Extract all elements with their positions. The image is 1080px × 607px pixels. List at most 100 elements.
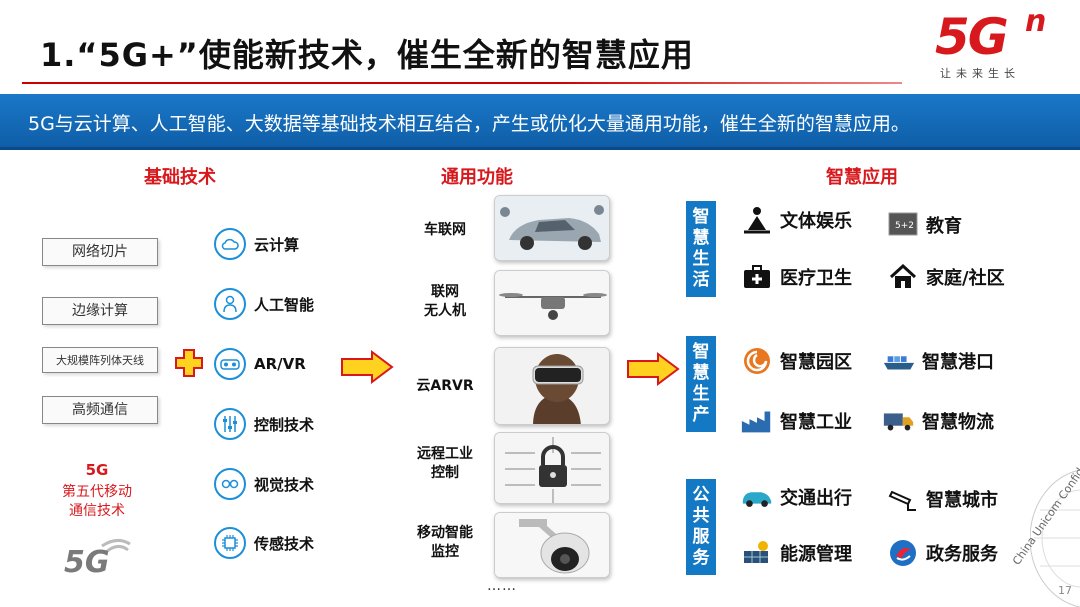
tech-label: AR/VR	[254, 355, 306, 373]
app-label: 能源管理	[780, 544, 852, 565]
tech-item-control: 控制技术	[214, 407, 314, 441]
cctv-camera-icon	[886, 484, 920, 514]
vr-user-image	[494, 347, 610, 425]
banner-text: 5G与云计算、人工智能、大数据等基础技术相互结合，产生或优化大量通用功能，催生全…	[28, 113, 910, 135]
app-education: 5+2 教育	[886, 210, 962, 240]
logo-slogan: 让未来生长	[940, 67, 1020, 80]
tag-char: 产	[692, 405, 710, 425]
medical-kit-icon	[740, 262, 774, 292]
car-icon	[740, 482, 774, 512]
app-label: 交通出行	[780, 488, 852, 509]
lock-circuit-image	[494, 432, 610, 504]
tech-item-ai: 人工智能	[214, 287, 314, 321]
app-label: 智慧港口	[922, 352, 994, 373]
group-tag-public-service: 公 共 服 务	[686, 479, 716, 575]
house-icon	[886, 262, 920, 292]
dome-camera-image	[494, 512, 610, 578]
app-culture-sports: 文体娱乐	[740, 205, 852, 235]
page-number: 17	[1058, 584, 1072, 597]
more-ellipsis: ……	[487, 578, 517, 594]
function-line1: 联网	[431, 284, 459, 300]
tag-char: 公	[692, 485, 710, 505]
tech-label: 云计算	[254, 235, 300, 254]
five-g-desc-line2: 通信技术	[69, 503, 125, 519]
ship-icon	[882, 346, 916, 376]
five-g-signal-icon: 5G	[62, 528, 142, 580]
solar-panel-icon	[740, 538, 774, 568]
function-line1: 移动智能	[417, 525, 473, 541]
app-label: 家庭/社区	[926, 268, 1005, 289]
function-label-drone: 联网 无人机	[400, 283, 490, 321]
five-g-desc-line1: 第五代移动	[62, 484, 132, 500]
tag-char: 服	[692, 527, 710, 547]
five-g-n-logo: 5G n 让未来生长	[935, 4, 1070, 83]
sliders-icon	[214, 408, 246, 440]
network-box-slicing: 网络切片	[42, 238, 158, 266]
function-line1: 远程工业	[417, 446, 473, 462]
app-healthcare: 医疗卫生	[740, 262, 852, 292]
app-home-community: 家庭/社区	[886, 262, 1005, 292]
group-tag-smart-life: 智 慧 生 活	[686, 201, 716, 297]
arrow-right-icon	[626, 352, 680, 386]
function-line1: 车联网	[424, 222, 466, 238]
function-line2: 控制	[431, 465, 459, 481]
function-line1: 云ARVR	[416, 378, 474, 394]
network-box-high-frequency: 高频通信	[42, 396, 158, 424]
app-label: 智慧园区	[780, 352, 852, 373]
tag-char: 慧	[692, 228, 710, 248]
swirl-logo-icon	[740, 346, 774, 376]
car-image	[494, 195, 610, 261]
cloud-icon	[214, 228, 246, 260]
tag-char: 生	[692, 384, 710, 404]
tag-char: 共	[692, 506, 710, 526]
app-label: 政务服务	[926, 544, 998, 565]
function-line2: 无人机	[424, 303, 466, 319]
chip-icon	[214, 527, 246, 559]
app-smart-park: 智慧园区	[740, 346, 852, 376]
app-smart-industry: 智慧工业	[740, 406, 852, 436]
truck-icon	[882, 406, 916, 436]
tech-item-cloud: 云计算	[214, 227, 299, 261]
network-box-massive-mimo: 大规模阵列体天线	[42, 347, 158, 373]
meditation-icon	[740, 205, 774, 235]
vr-headset-icon	[214, 348, 246, 380]
person-icon	[214, 288, 246, 320]
eye-infinity-icon	[214, 468, 246, 500]
function-label-smart-surveillance: 移动智能 监控	[400, 524, 490, 562]
app-label: 智慧城市	[926, 490, 998, 511]
logo-sup-text: n	[1025, 4, 1047, 39]
tag-char: 慧	[692, 363, 710, 383]
function-label-cloud-arvr: 云ARVR	[400, 377, 490, 396]
tech-label: 控制技术	[254, 415, 315, 434]
factory-icon	[740, 406, 774, 436]
app-label: 教育	[926, 216, 962, 237]
column-heading-smart-apps: 智慧应用	[826, 167, 898, 188]
globe-decoration-icon	[1030, 470, 1080, 607]
app-label: 智慧物流	[922, 412, 994, 433]
app-smart-city: 智慧城市	[886, 484, 998, 514]
drone-image	[494, 270, 610, 336]
plus-icon	[174, 348, 204, 378]
group-tag-smart-production: 智 慧 生 产	[686, 336, 716, 432]
app-label: 文体娱乐	[780, 211, 852, 232]
tech-label: 视觉技术	[254, 475, 315, 494]
app-government-service: 政务服务	[886, 538, 998, 568]
chalkboard-icon: 5+2	[886, 210, 920, 240]
tech-item-vision: 视觉技术	[214, 467, 314, 501]
tag-char: 生	[692, 249, 710, 269]
five-g-label: 5G	[85, 461, 109, 479]
function-line2: 监控	[431, 544, 459, 560]
title-underline	[22, 82, 902, 84]
tech-label: 人工智能	[254, 295, 315, 314]
arrow-right-icon	[340, 350, 394, 384]
five-g-logo-text: 5G	[64, 545, 110, 578]
tag-char: 活	[692, 270, 710, 290]
slide-title: 1.“5G+”使能新技术，催生全新的智慧应用	[40, 36, 694, 74]
function-label-remote-control: 远程工业 控制	[400, 445, 490, 483]
tech-item-sensing: 传感技术	[214, 526, 314, 560]
tech-item-arvr: AR/VR	[214, 347, 306, 381]
function-label-vehicle-network: 车联网	[400, 221, 490, 240]
column-heading-basic-tech: 基础技术	[144, 167, 216, 188]
app-label: 智慧工业	[780, 412, 852, 433]
tech-label: 传感技术	[254, 534, 315, 553]
